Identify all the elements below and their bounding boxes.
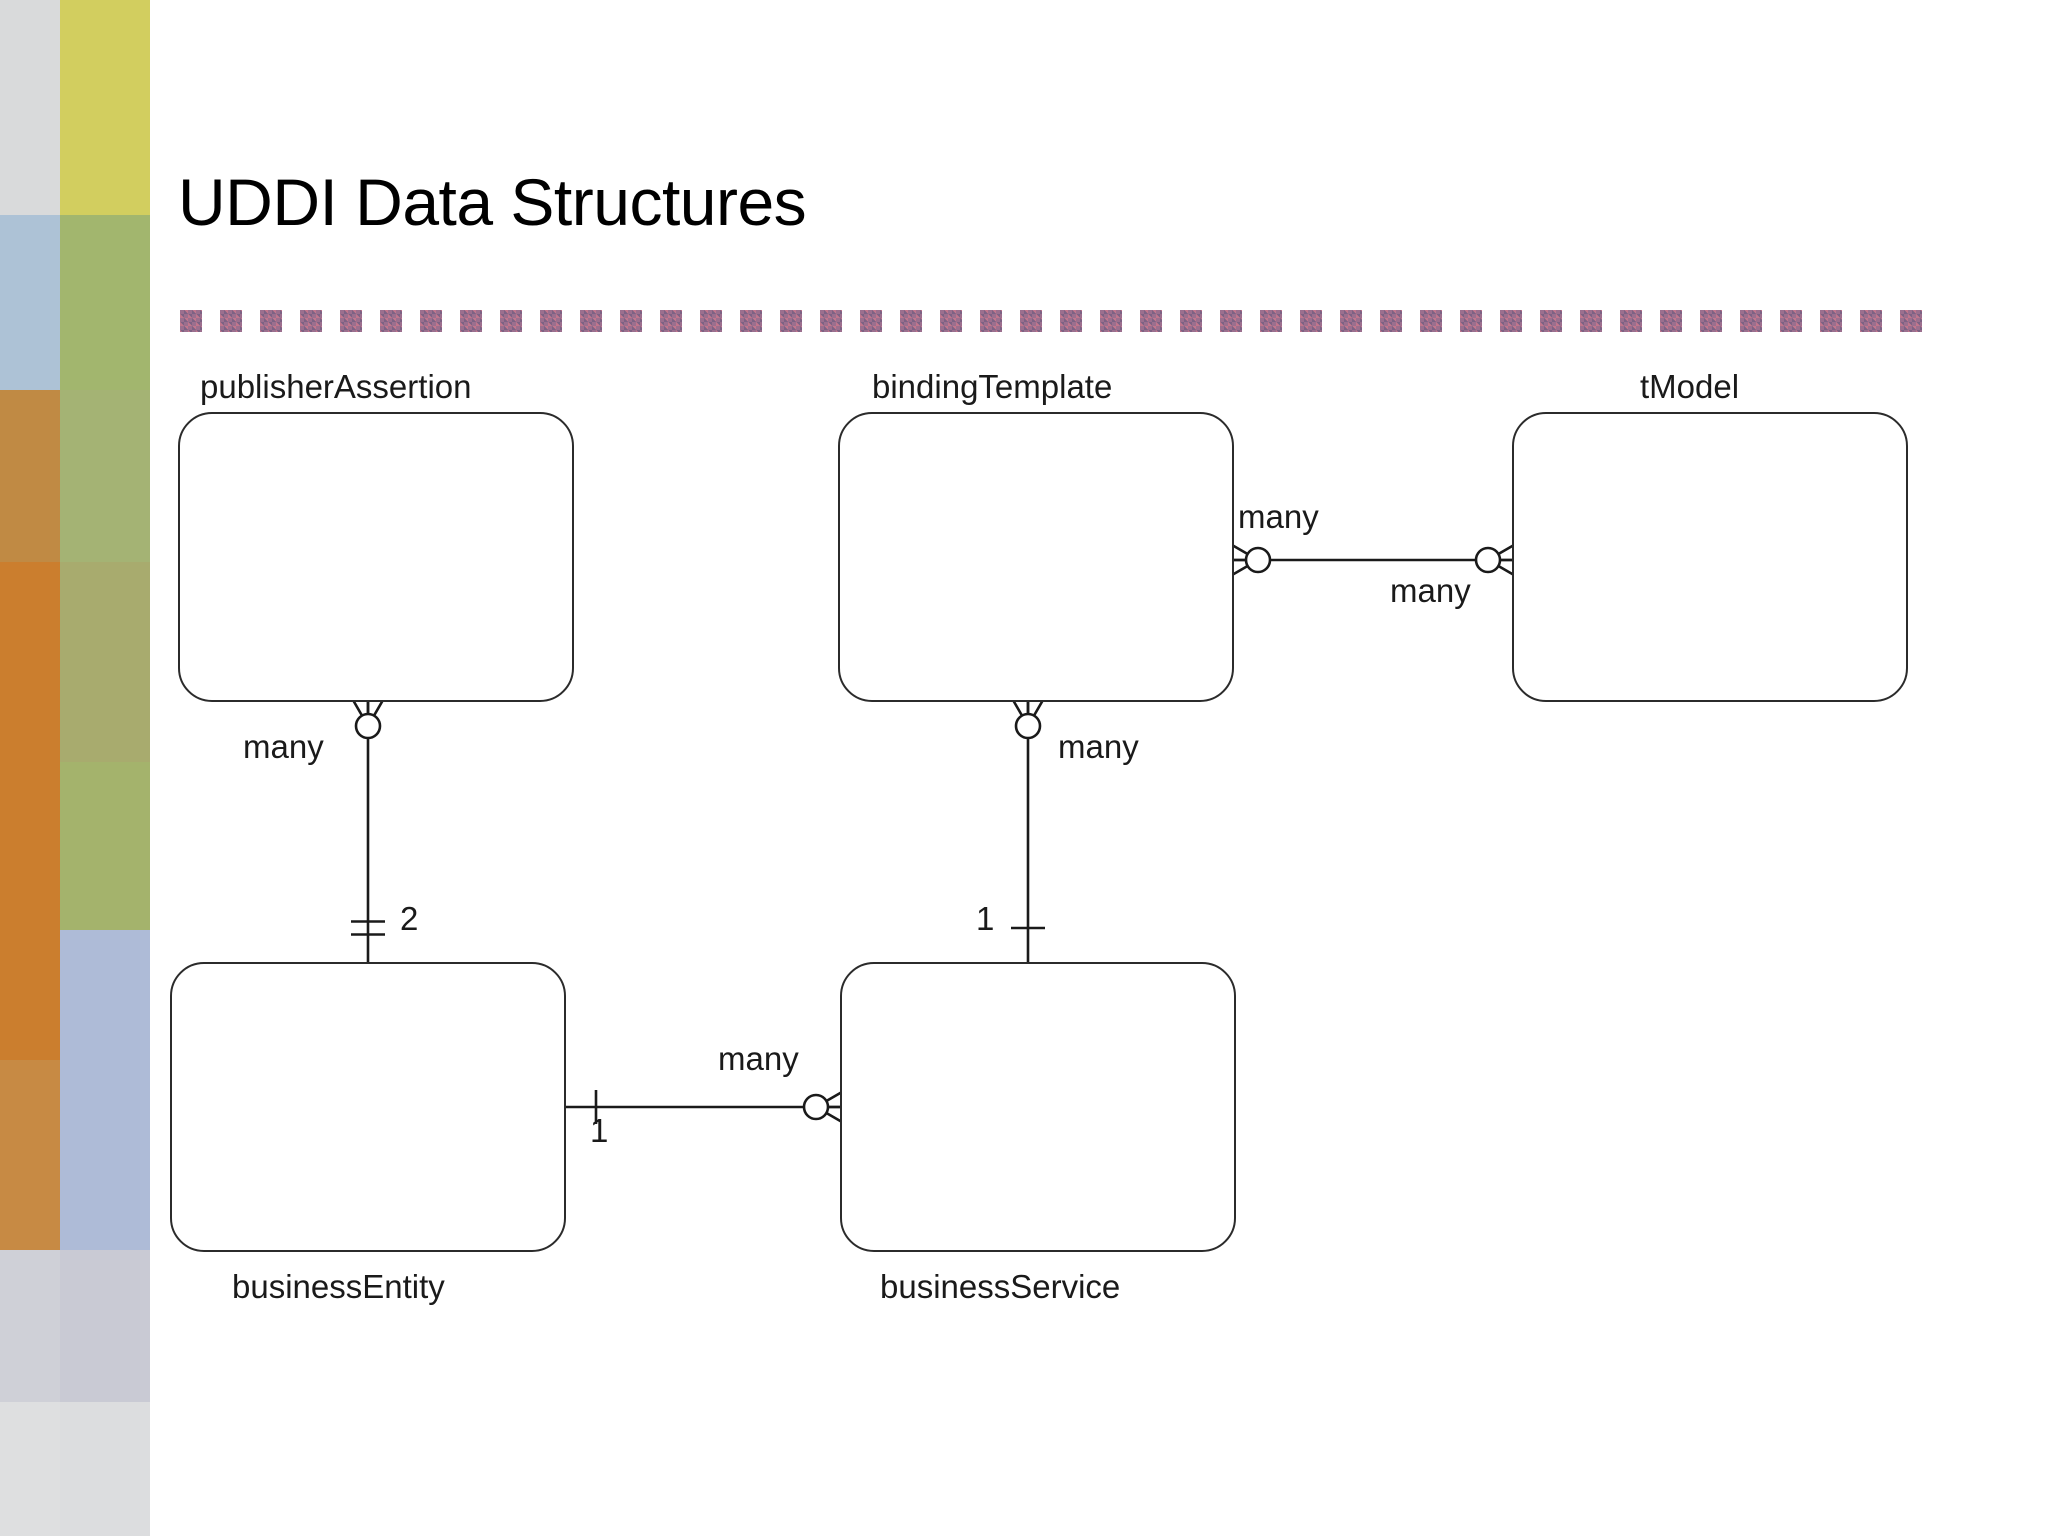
divider-square xyxy=(1900,310,1922,332)
divider-square xyxy=(1460,310,1482,332)
divider-square xyxy=(1580,310,1602,332)
crowsfoot-to-bindingTemplate-tModel xyxy=(1486,543,1516,577)
sidebar-band-green-light xyxy=(60,215,150,390)
divider-square xyxy=(1140,310,1162,332)
divider-square xyxy=(340,310,362,332)
crowsfoot-to-businessEntity-businessService xyxy=(814,1090,844,1124)
entity-label-bindingTemplate: bindingTemplate xyxy=(872,368,1113,405)
divider-square xyxy=(460,310,482,332)
divider-square xyxy=(1420,310,1442,332)
optional-circle-from-bindingTemplate-tModel xyxy=(1244,546,1272,574)
divider-square xyxy=(180,310,202,332)
sidebar-band-gray-blue xyxy=(0,1250,60,1402)
divider-square xyxy=(1660,310,1682,332)
cardinality-label-publisherAssertion-businessEntity-to: 2 xyxy=(400,900,419,937)
divider-square xyxy=(1620,310,1642,332)
crowsfoot-from-bindingTemplate-tModel xyxy=(1230,543,1260,577)
entity-box-tModel[interactable] xyxy=(1512,412,1908,702)
cardinality-label-bindingTemplate-businessService-to: 1 xyxy=(976,900,995,937)
divider-square xyxy=(1340,310,1362,332)
divider-square xyxy=(500,310,522,332)
divider-square xyxy=(1740,310,1762,332)
divider-square xyxy=(1260,310,1282,332)
sidebar-band-gray-pale xyxy=(0,1402,60,1536)
divider-square xyxy=(1780,310,1802,332)
divider-square xyxy=(220,310,242,332)
divider-square xyxy=(740,310,762,332)
sidebar-band-orange-mid xyxy=(0,1060,60,1250)
divider-square xyxy=(1180,310,1202,332)
sidebar-band-gray-cool xyxy=(60,1250,150,1402)
page-title: UDDI Data Structures xyxy=(178,165,807,239)
crowsfoot-from-publisherAssertion-businessEntity xyxy=(351,698,385,728)
entity-label-tModel: tModel xyxy=(1640,368,1740,405)
sidebar-band-gray-top xyxy=(0,0,60,215)
divider-square xyxy=(940,310,962,332)
divider-square xyxy=(900,310,922,332)
divider-square xyxy=(1500,310,1522,332)
divider-square xyxy=(1540,310,1562,332)
sidebar-band-green-mid xyxy=(60,390,150,562)
divider-square xyxy=(700,310,722,332)
sidebar-band-blue-soft xyxy=(60,930,150,1250)
cardinality-label-publisherAssertion-businessEntity-from: many xyxy=(243,728,324,765)
entity-box-businessEntity[interactable] xyxy=(170,962,566,1252)
sidebar-band-yellow xyxy=(60,0,150,215)
divider-square xyxy=(1380,310,1402,332)
sidebar-band-green-olive xyxy=(60,562,150,762)
divider-square xyxy=(980,310,1002,332)
entity-label-businessEntity: businessEntity xyxy=(232,1268,445,1305)
divider-square xyxy=(820,310,842,332)
divider-square xyxy=(1860,310,1882,332)
tick-to-publisherAssertion-businessEntity xyxy=(351,920,385,936)
divider-square xyxy=(1100,310,1122,332)
sidebar-color-column-left xyxy=(0,0,60,1536)
divider-square xyxy=(300,310,322,332)
entity-label-businessService: businessService xyxy=(880,1268,1121,1305)
cardinality-label-bindingTemplate-businessService-from: many xyxy=(1058,728,1139,765)
divider-square xyxy=(780,310,802,332)
cardinality-label-bindingTemplate-tModel-to: many xyxy=(1390,572,1471,609)
entity-label-publisherAssertion: publisherAssertion xyxy=(200,368,472,405)
divider-square xyxy=(1220,310,1242,332)
cardinality-label-businessEntity-businessService-to: many xyxy=(718,1040,799,1077)
optional-circle-to-bindingTemplate-tModel xyxy=(1474,546,1502,574)
sidebar-band-blue xyxy=(0,215,60,390)
divider-square xyxy=(420,310,442,332)
sidebar-band-green-soft xyxy=(60,762,150,930)
optional-circle-to-businessEntity-businessService xyxy=(802,1093,830,1121)
divider-square xyxy=(1300,310,1322,332)
divider-square xyxy=(860,310,882,332)
entity-box-businessService[interactable] xyxy=(840,962,1236,1252)
divider-square xyxy=(660,310,682,332)
divider-square xyxy=(580,310,602,332)
crowsfoot-from-bindingTemplate-businessService xyxy=(1011,698,1045,728)
optional-circle-from-publisherAssertion-businessEntity xyxy=(354,712,382,740)
decorative-divider xyxy=(180,310,1922,332)
divider-square xyxy=(620,310,642,332)
divider-square xyxy=(540,310,562,332)
sidebar-color-column-right xyxy=(60,0,150,1536)
entity-box-bindingTemplate[interactable] xyxy=(838,412,1234,702)
divider-square xyxy=(380,310,402,332)
relationship-bindingTemplate-tModel xyxy=(1230,543,1516,577)
entity-box-publisherAssertion[interactable] xyxy=(178,412,574,702)
divider-square xyxy=(260,310,282,332)
sidebar-band-gray-pale-b xyxy=(60,1402,150,1536)
sidebar-band-orange-deep xyxy=(0,562,60,1060)
sidebar-band-orange-soft xyxy=(0,390,60,562)
relationship-publisherAssertion-businessEntity xyxy=(351,698,385,962)
divider-square xyxy=(1020,310,1042,332)
cardinality-label-bindingTemplate-tModel-from: many xyxy=(1238,498,1319,535)
divider-square xyxy=(1700,310,1722,332)
cardinality-label-businessEntity-businessService-from: 1 xyxy=(590,1112,609,1149)
optional-circle-from-bindingTemplate-businessService xyxy=(1014,712,1042,740)
relationship-bindingTemplate-businessService xyxy=(1011,698,1045,962)
divider-square xyxy=(1060,310,1082,332)
divider-square xyxy=(1820,310,1842,332)
